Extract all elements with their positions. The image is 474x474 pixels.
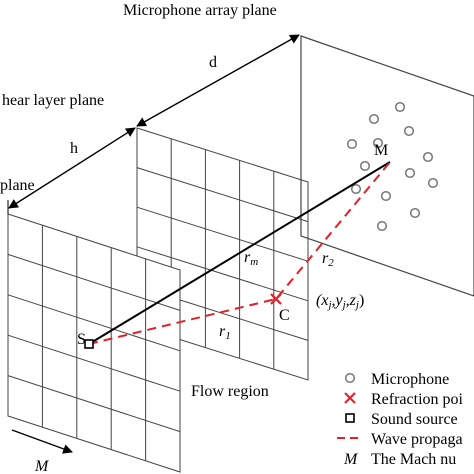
mach-arrow	[11, 429, 73, 454]
rm-symbol: r	[244, 249, 251, 266]
microphone	[409, 207, 421, 219]
coord-x: (x	[316, 292, 328, 309]
microphone	[403, 125, 415, 137]
sound-source-marker	[84, 339, 94, 349]
coord-close: )	[359, 292, 364, 309]
coord-sub-2: j	[341, 299, 346, 311]
legend-mach-icon: M	[343, 451, 359, 468]
r1-label: r1	[219, 323, 231, 342]
source-plane-grid	[7, 225, 181, 461]
refraction-coordinate-label: (xj,yj,zj)	[316, 292, 364, 311]
microphone	[427, 177, 439, 189]
dimension-h-label: h	[70, 140, 78, 157]
microphone	[359, 160, 371, 172]
microphone-plane-label: Microphone array plane	[123, 2, 277, 19]
refraction-point-marker	[270, 293, 282, 305]
coord-sub-1: j	[326, 299, 331, 311]
coord-sub-3: j	[354, 299, 359, 311]
coord-y: ,y	[332, 292, 344, 309]
microphone-array	[346, 101, 439, 232]
legend: Microphone Refraction poi Sound source W…	[337, 371, 464, 468]
wave-propagation-path	[88, 161, 391, 345]
microphone	[422, 151, 434, 163]
dimension-h-arrow	[8, 127, 136, 209]
legend-source-text: Sound source	[371, 411, 458, 428]
direct-ray-rm	[88, 161, 391, 345]
point-c-label: C	[279, 307, 290, 324]
legend-mach-text: The Mach nu	[371, 451, 456, 468]
r2-symbol: r	[322, 250, 329, 267]
r1-subscript: 1	[225, 330, 231, 342]
rm-subscript: m	[250, 256, 258, 268]
microphone	[394, 101, 406, 113]
legend-refraction-text: Refraction poi	[371, 391, 464, 408]
mach-arrow-label: M	[34, 458, 50, 474]
legend-wave-text: Wave propaga	[371, 431, 463, 448]
dimension-d-arrow	[136, 34, 300, 127]
dimension-d-label: d	[209, 54, 217, 71]
source-plane-label: plane	[0, 177, 35, 194]
microphone	[404, 167, 416, 179]
r1-symbol: r	[219, 323, 226, 340]
flow-region-label: Flow region	[191, 383, 269, 400]
legend-microphone-icon	[344, 372, 356, 384]
shear-layer-plane-label: hear layer plane	[2, 92, 104, 109]
r2-subscript: 2	[328, 257, 334, 269]
microphone	[372, 137, 384, 149]
microphone	[346, 138, 358, 150]
microphone	[368, 113, 380, 125]
r2-label: r2	[322, 250, 334, 269]
microphone	[380, 190, 392, 202]
microphone	[350, 183, 362, 195]
microphone	[376, 220, 388, 232]
coord-z: ,z	[346, 292, 357, 309]
legend-microphone-text: Microphone	[371, 371, 449, 388]
legend-refraction-icon	[344, 392, 356, 404]
legend-source-icon	[345, 413, 355, 423]
point-m-label: M	[374, 142, 388, 159]
point-s-label: S	[77, 331, 86, 348]
rm-label: rm	[244, 249, 258, 268]
